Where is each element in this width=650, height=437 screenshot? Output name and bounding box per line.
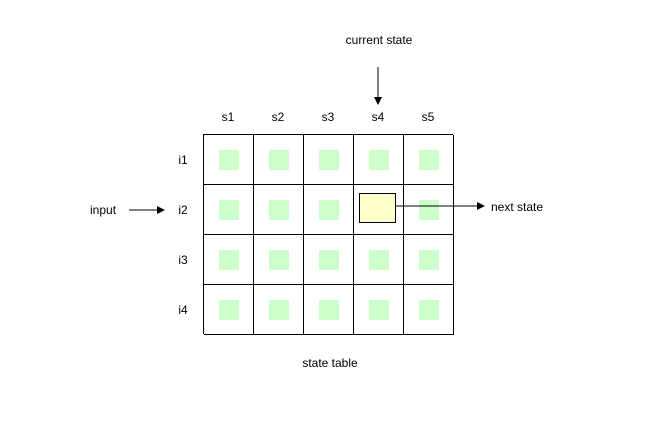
table-cell xyxy=(304,285,354,335)
table-cell xyxy=(204,285,254,335)
table-cell xyxy=(254,135,304,185)
cell-marker xyxy=(419,250,439,270)
cell-marker xyxy=(369,150,389,170)
input-label: input xyxy=(90,203,117,217)
cell-marker xyxy=(269,250,289,270)
state-table-caption: state table xyxy=(302,356,358,370)
table-cell xyxy=(404,185,454,235)
cell-marker xyxy=(319,300,339,320)
cell-marker xyxy=(219,200,239,220)
current-state-label: current state xyxy=(345,33,413,47)
cell-marker xyxy=(419,150,439,170)
cell-marker xyxy=(269,150,289,170)
row-header-i3: i3 xyxy=(178,253,188,267)
cell-marker xyxy=(269,300,289,320)
cell-marker xyxy=(419,300,439,320)
row-header-i4: i4 xyxy=(178,303,188,317)
cell-marker xyxy=(219,250,239,270)
table-cell xyxy=(204,235,254,285)
state-table-grid xyxy=(203,134,454,335)
table-cell xyxy=(354,235,404,285)
table-cell xyxy=(304,185,354,235)
next-state-label: next state xyxy=(491,200,544,214)
table-cell xyxy=(354,285,404,335)
column-header-s4: s4 xyxy=(371,110,385,124)
highlighted-next-state-cell xyxy=(359,193,396,223)
table-cell xyxy=(304,235,354,285)
cell-marker xyxy=(319,250,339,270)
table-cell xyxy=(404,285,454,335)
current-state-arrow xyxy=(374,67,382,105)
table-cell xyxy=(304,135,354,185)
cell-marker xyxy=(319,150,339,170)
input-arrow xyxy=(129,206,165,214)
cell-marker xyxy=(219,300,239,320)
row-header-i2: i2 xyxy=(178,203,188,217)
column-header-s5: s5 xyxy=(421,110,435,124)
table-cell xyxy=(354,135,404,185)
cell-marker xyxy=(319,200,339,220)
table-cell xyxy=(254,235,304,285)
table-cell xyxy=(254,185,304,235)
column-header-s1: s1 xyxy=(221,110,235,124)
column-header-s2: s2 xyxy=(271,110,285,124)
table-cell xyxy=(404,235,454,285)
cell-marker xyxy=(269,200,289,220)
table-cell xyxy=(204,135,254,185)
table-cell xyxy=(404,135,454,185)
cell-marker xyxy=(369,250,389,270)
next-state-arrow xyxy=(396,202,485,210)
cell-marker xyxy=(419,200,439,220)
row-header-i1: i1 xyxy=(178,153,188,167)
table-cell xyxy=(204,185,254,235)
cell-marker xyxy=(369,300,389,320)
table-cell xyxy=(254,285,304,335)
cell-marker xyxy=(219,150,239,170)
column-header-s3: s3 xyxy=(321,110,335,124)
